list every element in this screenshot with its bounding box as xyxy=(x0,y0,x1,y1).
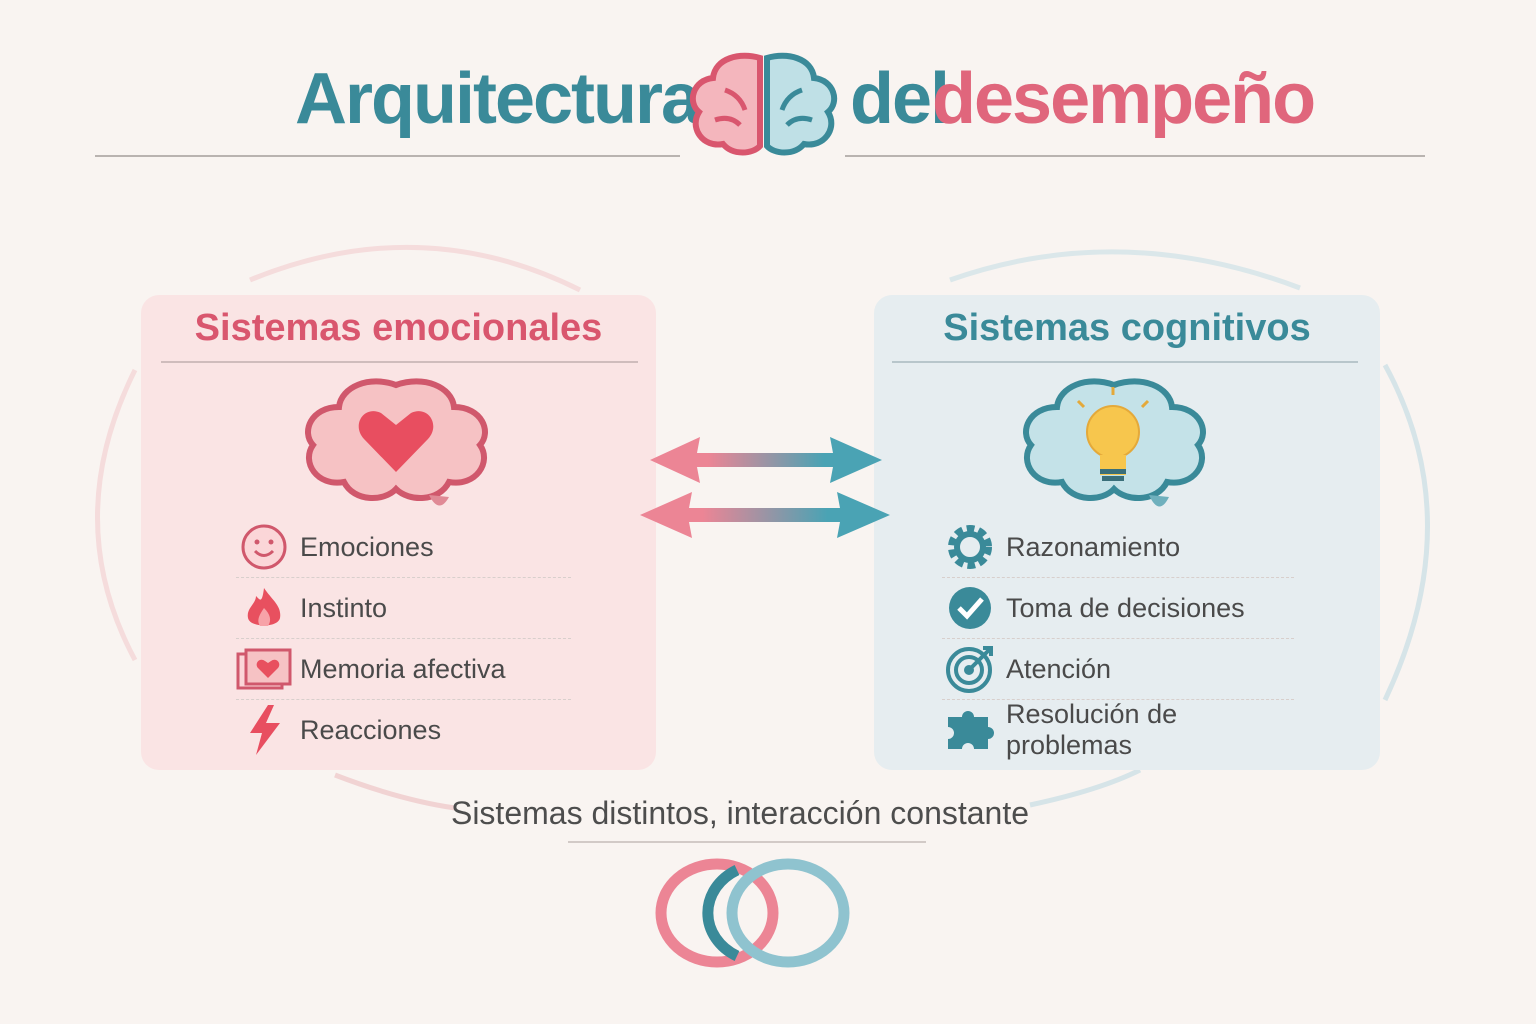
item-label: Razonamiento xyxy=(1006,531,1181,562)
target-icon xyxy=(942,644,998,694)
brain-heart-icon xyxy=(305,378,488,506)
list-item-razonamiento: Razonamiento xyxy=(942,517,1294,578)
emotional-divider xyxy=(161,361,638,363)
brain-lightbulb-icon xyxy=(1023,378,1206,507)
caption: Sistemas distintos, interacción constant… xyxy=(450,795,1030,831)
arrow-upper xyxy=(650,437,882,483)
emotional-systems-panel: Sistemas emocionales Emociones Instinto … xyxy=(141,295,656,770)
emotional-heading: Sistemas emocionales xyxy=(194,307,603,349)
list-item-reacciones: Reacciones xyxy=(236,700,571,760)
caption-divider xyxy=(568,841,926,843)
item-label: Toma de decisiones xyxy=(1006,592,1245,623)
heart-photo-icon xyxy=(236,644,292,694)
title-part-2: del xyxy=(850,59,950,139)
check-circle-icon xyxy=(942,583,998,633)
list-item-atencion: Atención xyxy=(942,639,1294,700)
item-label: Reacciones xyxy=(300,714,442,745)
list-item-instinto: Instinto xyxy=(236,578,571,639)
cognitive-list: Razonamiento Toma de decisiones Atención… xyxy=(942,517,1294,760)
split-brain-icon xyxy=(689,52,838,156)
item-label: Atención xyxy=(1006,653,1112,684)
list-item-emociones: Emociones xyxy=(236,517,571,578)
flame-icon xyxy=(236,583,292,633)
item-label: Memoria afectiva xyxy=(300,653,506,684)
item-label: Resolución de problemas xyxy=(1006,699,1178,760)
cognitive-divider xyxy=(892,361,1358,363)
cognitive-systems-panel: Sistemas cognitivos Razonamiento Toma de… xyxy=(874,295,1380,770)
emotional-list: Emociones Instinto Memoria afectiva Reac… xyxy=(236,517,571,760)
cognitive-heading: Sistemas cognitivos xyxy=(943,307,1311,349)
gear-icon xyxy=(942,522,998,572)
arrow-lower xyxy=(640,492,890,538)
item-label: Instinto xyxy=(300,592,388,623)
list-item-resolucion-de-problemas: Resolución de problemas xyxy=(942,699,1294,760)
list-item-toma-de-decisiones: Toma de decisiones xyxy=(942,578,1294,639)
title-part-1: Arquitectura xyxy=(295,59,701,139)
interlocking-rings-icon xyxy=(655,858,850,968)
bidirectional-arrows xyxy=(640,437,890,538)
item-label: Emociones xyxy=(300,531,434,562)
title-divider-left xyxy=(95,155,680,157)
puzzle-icon xyxy=(942,705,998,755)
smiley-icon xyxy=(236,522,292,572)
list-item-memoria-afectiva: Memoria afectiva xyxy=(236,639,571,700)
lightning-icon xyxy=(236,705,292,755)
title-part-3: desempeño xyxy=(932,59,1316,139)
title-divider-right xyxy=(845,155,1425,157)
